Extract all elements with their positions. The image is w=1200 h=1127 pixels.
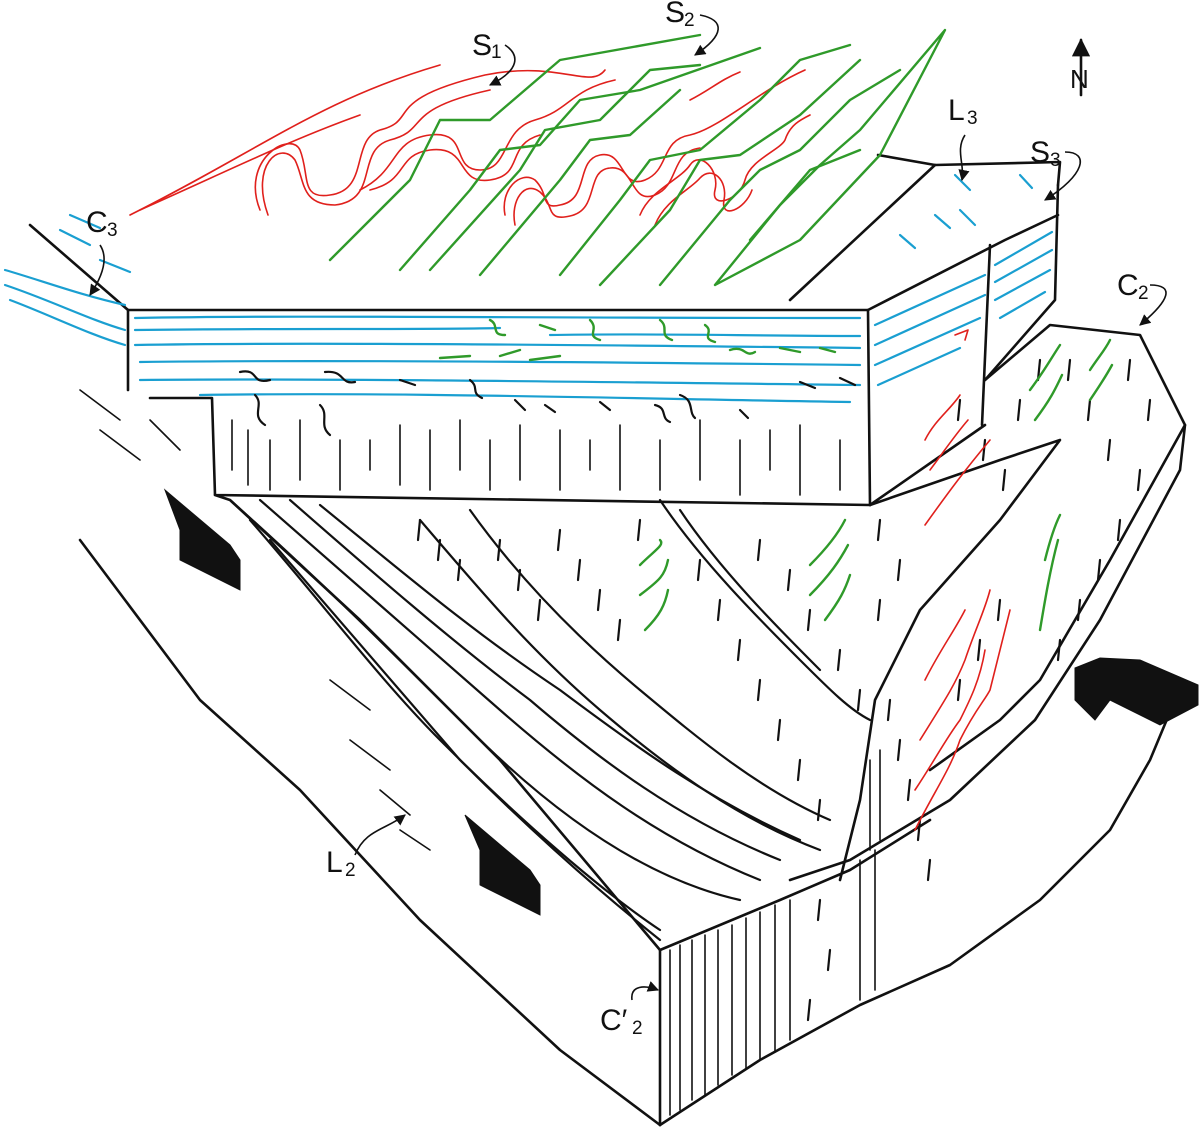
label-l2-main: L: [326, 846, 343, 879]
label-s2: S 2: [665, 0, 719, 56]
c2-block-ticks: [416, 358, 1152, 1022]
left-ledge-edge: [28, 223, 130, 312]
slab-crenulations: [238, 370, 857, 437]
bottom-front-lines: [669, 749, 881, 1116]
arrow-upper-left: [163, 488, 241, 591]
c2-block-front-edge: [788, 423, 1187, 882]
l2-striations: [79, 389, 872, 942]
shear-arrows: [163, 488, 1199, 916]
label-s2-sub: 2: [684, 10, 695, 31]
s3-foliation: [3, 173, 1054, 404]
arrow-right: [1074, 657, 1199, 726]
top-slab-back-edge: [983, 183, 1060, 382]
bottom-front-top-edge: [658, 818, 932, 952]
s1-folds: [129, 64, 811, 226]
label-c2-main: C: [1117, 269, 1139, 302]
label-c2-sub: 2: [1138, 283, 1149, 304]
label-l2-sub: 2: [345, 860, 356, 881]
upper-inner-diagonal: [788, 163, 937, 302]
north-arrow: N: [1070, 38, 1091, 97]
label-s3: S 3: [1030, 136, 1082, 201]
top-slab-inner-edge: [980, 243, 992, 427]
c2-block-inner-edge: [838, 438, 1062, 882]
label-c3: C 3: [86, 206, 118, 296]
label-c3-main: C: [86, 206, 108, 239]
c2-block-top-edge: [928, 323, 1187, 772]
arrow-lower-left: [464, 814, 541, 916]
label-s2-main: S: [665, 0, 685, 29]
label-s3-main: S: [1030, 136, 1050, 169]
block-outline: [28, 153, 1187, 1127]
label-c2: C 2: [1117, 269, 1167, 326]
label-s1-sub: 1: [491, 42, 502, 63]
north-label: N: [1070, 64, 1089, 94]
top-slab-front-face: [126, 308, 872, 507]
label-l3: L 3: [948, 94, 978, 182]
label-c2-prime-sub: 2: [632, 1018, 643, 1039]
label-c2-prime: C′ 2: [600, 981, 660, 1039]
label-s1: S 1: [472, 29, 516, 86]
label-s3-sub: 3: [1050, 150, 1061, 171]
c2-block-folds: [638, 338, 1114, 831]
upper-back-frame: [876, 153, 1062, 187]
label-l3-sub: 3: [967, 108, 978, 129]
top-slab-top-right-edge: [866, 213, 1060, 312]
label-c2-prime-main: C′: [600, 1004, 628, 1037]
s2-cleavage: [328, 28, 947, 287]
bottom-left-base-edge: [78, 538, 662, 1127]
top-slab-bottom-right-edge: [868, 423, 987, 507]
label-c3-sub: 3: [107, 220, 118, 241]
label-l2: L 2: [326, 814, 406, 881]
label-s1-main: S: [472, 29, 492, 62]
bottom-front-base-edge: [658, 698, 1177, 1127]
bottom-left-top-edge: [213, 493, 662, 952]
slab-front-ticks: [231, 419, 841, 496]
slab-small-folds: [438, 318, 969, 362]
label-l3-main: L: [948, 94, 965, 127]
